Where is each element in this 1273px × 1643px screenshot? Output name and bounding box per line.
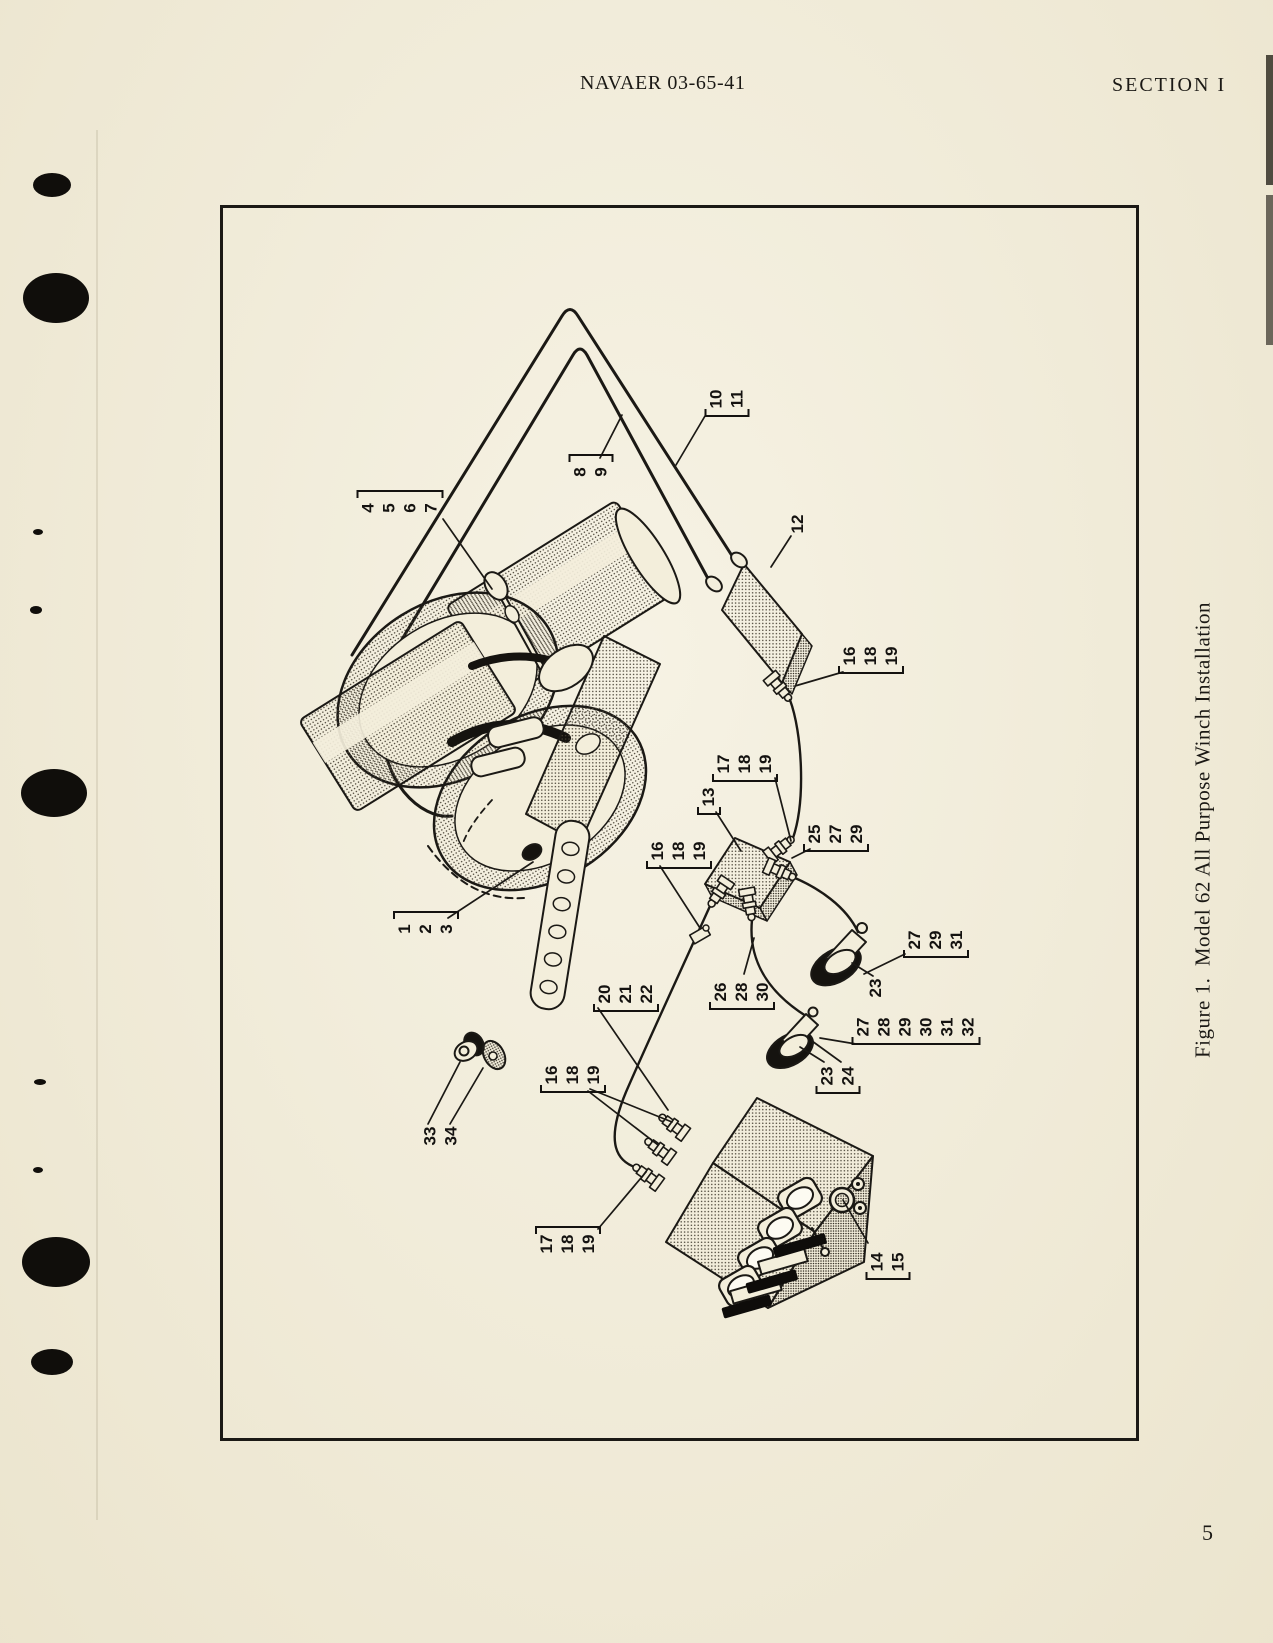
- leader-line: [743, 937, 755, 975]
- clamp-parts-33-34: [453, 1031, 507, 1071]
- leader-line: [811, 1040, 842, 1063]
- leader-line: [770, 535, 792, 568]
- scan-artifact: [96, 55, 1273, 1520]
- leader-line: [587, 1090, 659, 1146]
- leader-line: [599, 414, 623, 459]
- leader-line: [442, 518, 493, 590]
- callout-number: 22: [637, 984, 656, 1004]
- callout-number: 23: [866, 978, 885, 998]
- leader-line: [842, 1199, 869, 1244]
- junction-box-12: [705, 551, 813, 707]
- callout-number: 11: [727, 390, 747, 408]
- binder-hole: [31, 1349, 73, 1375]
- leader-line: [597, 1171, 647, 1230]
- valve-box-13: [688, 830, 800, 945]
- leader-line: [774, 777, 792, 842]
- callout-number: 19: [690, 841, 709, 861]
- control-knobs: [811, 1177, 867, 1257]
- elbow-fitting-23-24: [766, 1006, 819, 1070]
- leader-line: [659, 865, 701, 929]
- leader-line: [863, 953, 906, 975]
- callout-12: 12: [788, 512, 808, 536]
- callout-number: 30: [753, 982, 772, 1002]
- callout-number: 9: [591, 467, 611, 477]
- binder-hole: [33, 529, 43, 535]
- callout-number: 24: [838, 1066, 858, 1086]
- callout-number: 34: [441, 1126, 461, 1146]
- callout-23: 23: [866, 976, 886, 1000]
- tube-union-fitting: [688, 924, 712, 945]
- figure-caption: Figure 1. Model 62 All Purpose Winch Ins…: [1190, 602, 1215, 1058]
- callout-number: 19: [579, 1234, 598, 1254]
- callout-13: 13: [697, 785, 721, 815]
- callout-number: 7: [421, 503, 441, 513]
- leader-line: [851, 962, 874, 977]
- leader-line: [675, 415, 706, 466]
- perforated-strap: [529, 819, 591, 1011]
- binder-hole: [34, 1079, 46, 1085]
- callout-number: 19: [882, 646, 901, 666]
- elbow-fitting-23: [810, 922, 868, 987]
- leader-line: [791, 848, 811, 859]
- leader-line: [449, 1067, 484, 1125]
- callout-number: 31: [947, 930, 966, 950]
- callout-number: 32: [958, 1017, 978, 1037]
- binder-hole: [23, 273, 89, 323]
- leader-line: [447, 861, 534, 919]
- leader-line: [715, 811, 742, 852]
- binder-hole: [33, 173, 71, 197]
- binder-hole: [30, 606, 42, 614]
- figure-border: [220, 205, 1139, 1441]
- leader-line: [799, 1046, 825, 1063]
- leader-line: [819, 1037, 857, 1045]
- leader-line: [589, 1088, 673, 1123]
- binder-hole: [22, 1237, 90, 1287]
- leader-lines: [427, 414, 906, 1244]
- callout-number: 29: [847, 824, 866, 844]
- binder-hole: [33, 1167, 43, 1173]
- callout-number: 12: [788, 514, 807, 534]
- hydraulic-tubing: [613, 698, 860, 1172]
- leader-line: [597, 1007, 669, 1111]
- callout-number: 19: [584, 1065, 603, 1085]
- document-number: NAVAER 03-65-41: [580, 72, 746, 94]
- section-label: SECTION I: [1112, 74, 1227, 96]
- leader-line: [794, 671, 844, 687]
- toggle-switches: [721, 1233, 827, 1319]
- winch-drum-assembly: [300, 501, 682, 1011]
- control-box-14-15: [627, 1097, 874, 1319]
- callout-number: 13: [699, 787, 718, 807]
- page-number: 5: [1202, 1520, 1214, 1545]
- callout-number: 3: [437, 924, 456, 934]
- callout-number: 15: [888, 1252, 908, 1272]
- callout-number: 19: [756, 754, 775, 774]
- binder-hole: [21, 769, 87, 817]
- leader-line: [427, 1061, 461, 1125]
